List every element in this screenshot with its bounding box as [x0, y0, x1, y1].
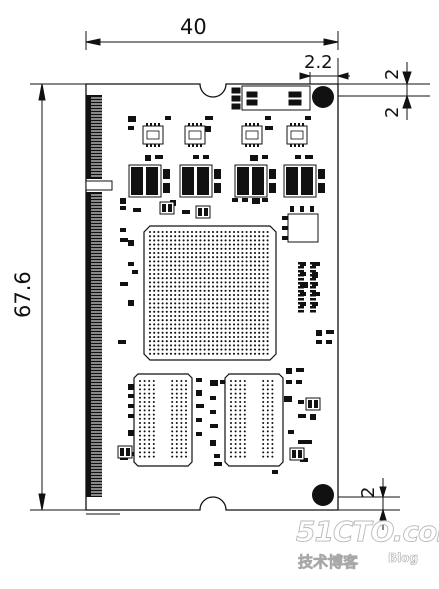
watermark-blog: Blog	[388, 551, 418, 565]
memory-chip-right	[224, 373, 284, 467]
bottom-hole-margin-dimension	[338, 478, 400, 530]
watermark-chinese: 技术博客	[298, 553, 359, 571]
width-dimension	[85, 31, 339, 50]
processor-bga	[143, 225, 277, 361]
oscillator	[282, 206, 319, 243]
hole-offset-label: 2.2	[304, 52, 333, 73]
bottom-hole-margin-label: 2	[358, 487, 379, 498]
top-connector	[231, 85, 311, 111]
right-pin-header	[298, 262, 316, 313]
edge-connector-pins	[91, 97, 102, 496]
height-dimension-label: 67.6	[11, 271, 35, 318]
top-hole-margin-label-2: 2	[382, 107, 403, 118]
watermark: 51CTO.com 技术博客 Blog	[296, 515, 439, 572]
mounting-hole-top	[312, 86, 334, 108]
mounting-hole-bottom	[312, 484, 334, 506]
memory-chip-left	[133, 373, 193, 467]
watermark-site: 51CTO.com	[296, 515, 439, 548]
power-regulators	[128, 123, 325, 198]
top-hole-margin-dimension	[338, 62, 430, 120]
top-hole-margin-label: 2	[382, 69, 403, 80]
height-dimension	[30, 83, 86, 511]
width-dimension-label: 40	[180, 15, 207, 39]
